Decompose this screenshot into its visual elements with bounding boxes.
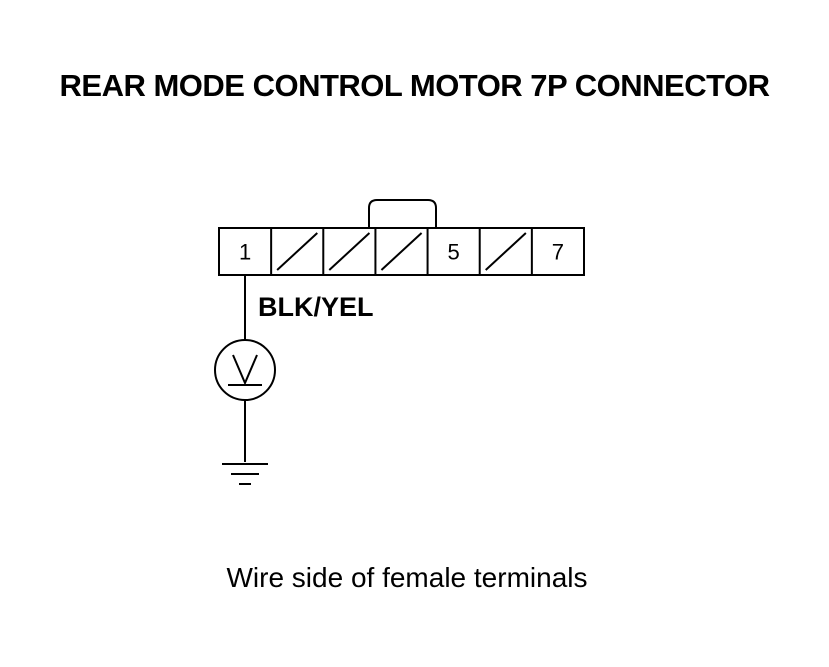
connector-housing — [218, 227, 585, 276]
blank-terminal-slash — [485, 232, 527, 271]
terminal-7-label: 7 — [552, 240, 564, 265]
diagram-caption: Wire side of female terminals — [226, 562, 588, 593]
blank-terminal-slash — [328, 232, 371, 271]
connector-cells: 1 5 7 — [239, 228, 564, 275]
blank-terminal-slash — [380, 232, 423, 271]
terminal-1-label: 1 — [239, 240, 251, 265]
voltmeter-icon — [214, 339, 276, 401]
wire-color-label: BLK/YEL — [258, 292, 374, 322]
diagram-title: REAR MODE CONTROL MOTOR 7P CONNECTOR — [59, 68, 771, 103]
connector-lock-tab — [368, 199, 437, 228]
blank-terminal-slash — [276, 232, 318, 271]
ground-icon — [222, 463, 268, 485]
terminal-5-label: 5 — [448, 240, 460, 265]
